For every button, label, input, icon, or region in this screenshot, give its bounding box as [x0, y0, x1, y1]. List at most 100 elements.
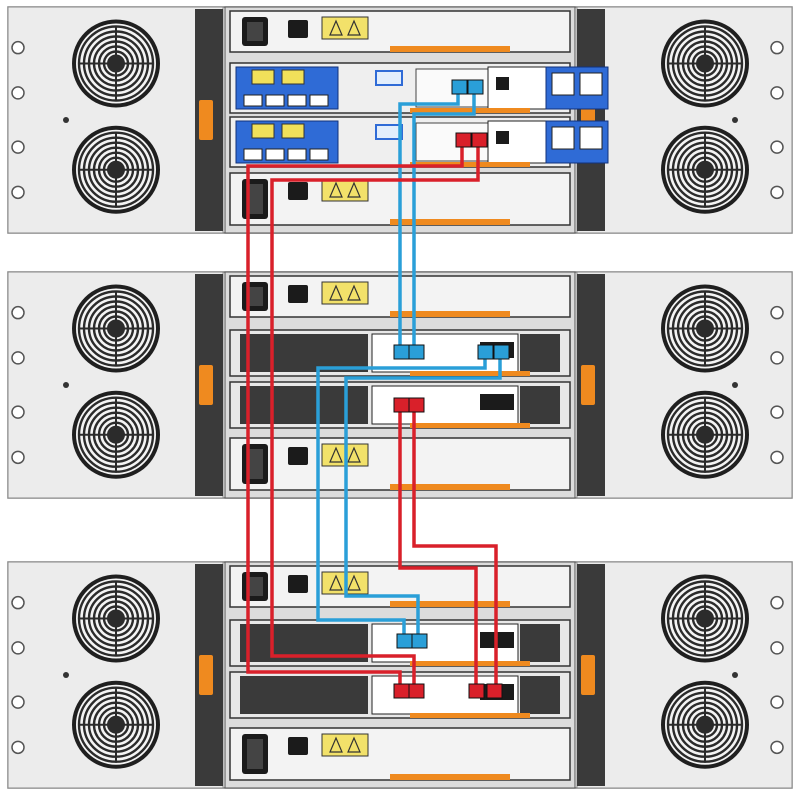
mount-hole — [770, 641, 784, 655]
sas-port-red — [471, 132, 488, 148]
sas-port — [496, 77, 509, 90]
mount-hole — [11, 450, 25, 465]
sfp-port — [243, 148, 263, 161]
fan-icon — [661, 284, 749, 373]
indicator-dot — [63, 382, 69, 388]
mount-hole — [770, 740, 784, 755]
release-handle — [410, 162, 530, 167]
red-cable — [270, 140, 480, 690]
indicator-dot — [732, 672, 738, 678]
fan-icon — [661, 19, 749, 108]
network-port-icon — [251, 123, 275, 139]
indicator-dot — [732, 117, 738, 123]
network-port-icon — [281, 123, 305, 139]
power-switch-icon — [288, 20, 308, 38]
indicator-dot — [732, 382, 738, 388]
warning-icon — [329, 19, 343, 36]
sfp-port — [243, 94, 263, 107]
warning-label — [321, 281, 369, 305]
sas-port-red — [393, 397, 410, 413]
power-switch-icon — [288, 575, 308, 593]
mount-hole — [770, 595, 784, 610]
warning-icon — [329, 446, 343, 463]
mount-hole — [770, 86, 784, 100]
iom-bezel — [520, 334, 560, 372]
sfp-port — [265, 94, 285, 107]
network-port-icon — [251, 69, 275, 85]
left-fan-panel — [7, 6, 224, 234]
release-handle — [390, 219, 510, 225]
mount-hole — [11, 351, 25, 365]
right-fan-panel — [576, 271, 793, 499]
power-supply — [229, 565, 571, 608]
blue-cable — [412, 89, 476, 352]
sas-port — [500, 394, 514, 410]
sas-port-blue — [477, 344, 494, 360]
warning-icon — [347, 181, 361, 198]
fan-icon — [661, 574, 749, 663]
mount-hole — [11, 405, 25, 419]
right-fan-panel — [576, 6, 793, 234]
warning-icon — [329, 736, 343, 753]
left-fan-panel — [7, 561, 224, 789]
release-handle — [410, 371, 530, 376]
warning-label — [321, 16, 369, 40]
sas-port-blue — [451, 79, 468, 95]
sas-port — [500, 632, 514, 648]
shelves — [7, 6, 793, 789]
sas-port-red — [408, 397, 425, 413]
red-cable — [412, 406, 498, 690]
release-handle — [410, 108, 530, 113]
release-latch — [199, 365, 213, 405]
sas-port-red — [486, 683, 503, 699]
mount-hole — [11, 185, 25, 200]
power-switch-icon — [288, 447, 308, 465]
release-latch — [199, 100, 213, 140]
sas-port-blue — [396, 633, 413, 649]
release-handle — [390, 774, 510, 780]
blue-cable — [344, 352, 502, 640]
sas-port-red — [468, 683, 485, 699]
sfp-port — [265, 148, 285, 161]
mount-hole — [770, 305, 784, 320]
power-switch-icon — [288, 285, 308, 303]
mount-hole — [770, 405, 784, 419]
iom-bezel — [520, 676, 560, 714]
red-cable — [398, 406, 478, 690]
fan-icon — [72, 574, 160, 663]
sas-port-red — [455, 132, 472, 148]
sfp-port — [287, 94, 307, 107]
iom-module — [229, 619, 571, 667]
sas-port — [500, 684, 514, 700]
sas-port — [551, 126, 575, 150]
connected-ports — [393, 79, 510, 699]
mount-hole — [770, 450, 784, 465]
release-handle — [410, 423, 530, 428]
warning-label — [321, 178, 369, 202]
right-fan-panel — [576, 561, 793, 789]
red-cable — [246, 140, 464, 690]
iom-bezel — [240, 386, 368, 424]
controller-module — [229, 116, 609, 168]
warning-icon — [329, 284, 343, 301]
release-handle — [390, 484, 510, 490]
iom-bezel — [520, 624, 560, 662]
mount-hole — [770, 695, 784, 709]
left-fan-panel — [7, 271, 224, 499]
center-modules — [224, 561, 576, 789]
sas-port — [579, 72, 603, 96]
blue-cable — [316, 352, 487, 640]
release-handle — [390, 46, 510, 52]
mount-hole — [770, 351, 784, 365]
expansion-shelf-2 — [7, 561, 793, 789]
sfp-port — [287, 148, 307, 161]
power-supply — [229, 10, 571, 53]
fan-icon — [72, 19, 160, 108]
sas-port — [480, 394, 500, 410]
controller-shelf — [7, 6, 793, 234]
warning-icon — [329, 181, 343, 198]
warning-icon — [347, 284, 361, 301]
release-handle — [390, 311, 510, 317]
fan-icon — [661, 390, 749, 479]
release-handle — [410, 661, 530, 666]
